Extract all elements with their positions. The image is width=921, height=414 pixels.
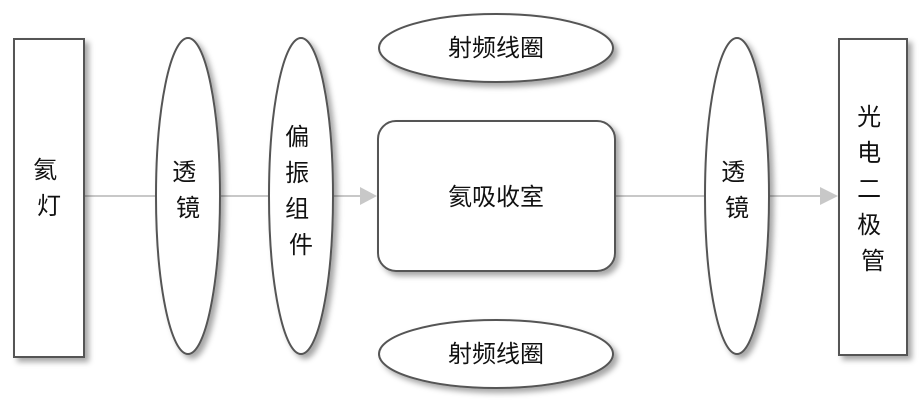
lens-left-label: 透 镜: [172, 158, 204, 222]
arrowhead-to-chamber: [360, 187, 377, 205]
lens-right-node: 透 镜: [704, 37, 770, 355]
rf-coil-top-label: 射频线圈: [448, 34, 544, 62]
helium-lamp-node: 氦 灯: [13, 38, 85, 358]
rf-coil-bottom-node: 射频线圈: [378, 319, 614, 389]
absorption-chamber-label: 氦吸收室: [448, 183, 544, 211]
helium-lamp-label: 氦 灯: [33, 156, 65, 220]
polarizer-label: 偏 振 组 件: [285, 123, 317, 259]
polarizer-node: 偏 振 组 件: [268, 37, 334, 355]
lens-left-node: 透 镜: [155, 37, 221, 355]
photodiode-node: 光 电 二 极 管: [838, 38, 908, 356]
arrowhead-to-photodiode: [820, 187, 838, 205]
helium-lamp-char: 氦: [33, 156, 57, 184]
helium-lamp-char: 灯: [37, 192, 61, 220]
absorption-chamber-node: 氦吸收室: [377, 120, 616, 272]
lens-right-label: 透 镜: [721, 158, 753, 222]
rf-coil-bottom-label: 射频线圈: [448, 340, 544, 368]
rf-coil-top-node: 射频线圈: [378, 13, 614, 83]
photodiode-label: 光 电 二 极 管: [857, 103, 889, 275]
